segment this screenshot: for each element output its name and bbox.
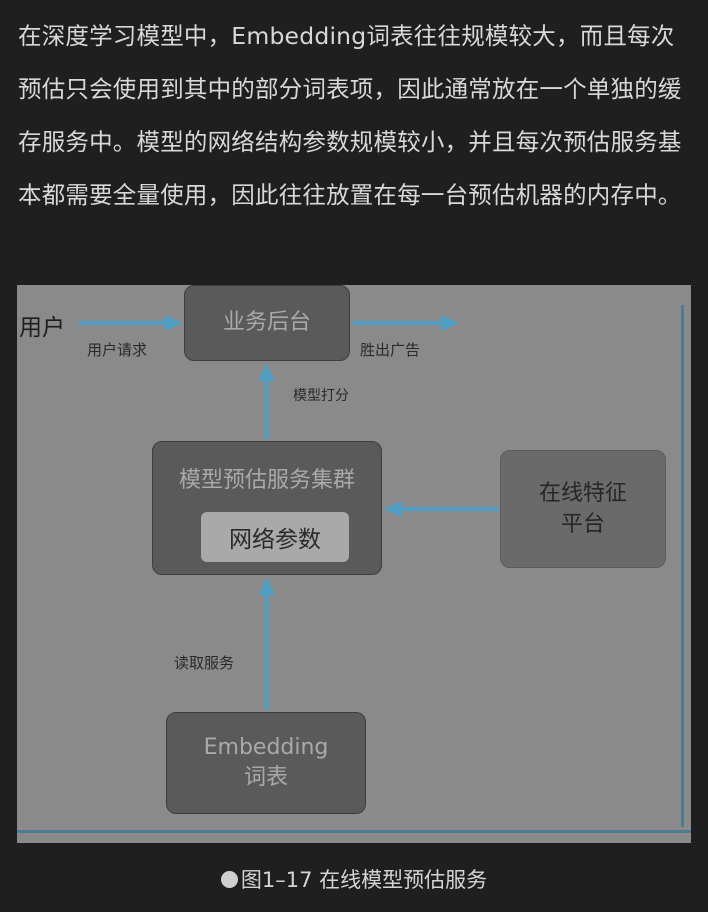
backend-node: 业务后台 — [184, 285, 350, 361]
arrowhead-embedding-to-cluster — [259, 577, 275, 595]
feature-platform-node: 在线特征 平台 — [500, 450, 666, 568]
arrowhead-feature-to-cluster — [384, 501, 402, 517]
bullet-icon — [220, 871, 238, 888]
figure-caption: 图1–17 在线模型预估服务 — [0, 864, 708, 896]
backend-label: 业务后台 — [222, 310, 311, 335]
win-ad-label: 胜出广告 — [360, 341, 421, 359]
figure-frame-bottom — [17, 830, 691, 833]
user-label: 用户 — [19, 315, 65, 341]
model-scoring-label: 模型打分 — [293, 388, 349, 404]
caption-text: 图1–17 在线模型预估服务 — [240, 868, 488, 892]
architecture-diagram: 用户 用户请求 胜出广告 模型打分 读取服务 业务后台 模型预估服务集群 网络参… — [17, 285, 691, 843]
arrowhead-cluster-to-backend — [259, 363, 275, 381]
user-request-label: 用户请求 — [87, 341, 148, 359]
network-params-node: 网络参数 — [201, 512, 349, 562]
embedding-label: Embedding 词表 — [203, 735, 329, 790]
feature-platform-label: 在线特征 平台 — [538, 481, 627, 537]
article-paragraph: 在深度学习模型中，Embedding词表往往规模较大，而且每次预估只会使用到其中… — [18, 22, 682, 209]
embedding-node: Embedding 词表 — [166, 712, 366, 814]
arrowhead-user-to-backend — [165, 315, 183, 331]
arrows-layer — [79, 315, 499, 710]
read-service-label: 读取服务 — [174, 654, 235, 672]
cluster-node: 模型预估服务集群 网络参数 — [152, 441, 382, 575]
cluster-label: 模型预估服务集群 — [178, 468, 355, 493]
figure-frame-right — [681, 305, 684, 827]
arrowhead-backend-to-ad — [441, 315, 459, 331]
